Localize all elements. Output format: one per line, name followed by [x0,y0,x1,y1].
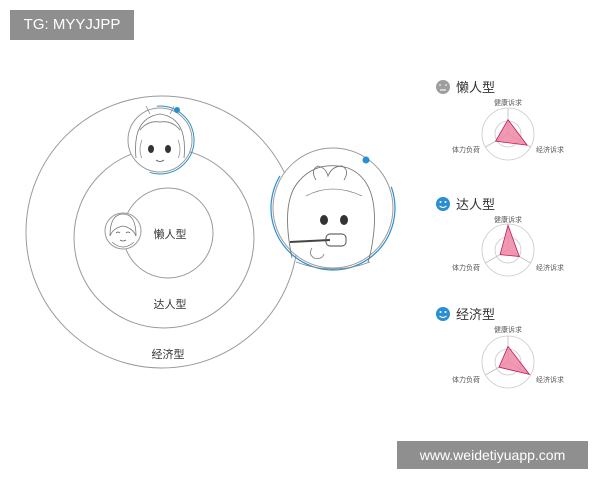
ring-label-middle: 达人型 [154,297,187,311]
smile-face-icon [436,307,450,321]
axis-label-right: 经济诉求 [536,263,564,272]
accent-dot-large [362,156,370,164]
accent-dot-top [174,107,180,113]
radar-value-polygon [494,118,528,146]
axis-label-top: 健康诉求 [494,215,522,224]
avatar-large [270,145,396,271]
panel-title: 经济型 [456,308,495,323]
neutral-face-icon [436,80,450,94]
axis-label-top: 健康诉求 [494,325,522,334]
avatar-top [125,105,195,175]
panel-expert-type: 达人型 健康诉求 体力负荷 经济诉求 [436,197,564,277]
watermark-top: TG: MYYJJPP [10,10,134,40]
axis-label-left: 体力负荷 [452,263,480,272]
axis-label-right: 经济诉求 [536,145,564,154]
ring-label-outer: 经济型 [152,347,185,361]
axis-label-left: 体力负荷 [452,375,480,384]
radar-chart [481,107,535,161]
axis-label-right: 经济诉求 [536,375,564,384]
watermark-bottom: www.weidetiyuapp.com [397,441,588,469]
axis-label-left: 体力负荷 [452,145,480,154]
radar-chart [481,335,535,389]
panel-economy-type: 经济型 健康诉求 体力负荷 经济诉求 [436,307,564,389]
panel-lazy-type: 懒人型 健康诉求 体力负荷 经济诉求 [436,80,564,161]
smile-face-icon [436,197,450,211]
radar-chart [481,223,535,277]
radar-value-polygon [499,223,520,257]
ring-label-inner: 懒人型 [154,227,187,241]
axis-label-top: 健康诉求 [494,98,522,107]
panel-title: 懒人型 [456,81,495,96]
radar-value-polygon [498,345,531,376]
avatar-small [104,212,142,250]
panel-title: 达人型 [456,198,495,213]
